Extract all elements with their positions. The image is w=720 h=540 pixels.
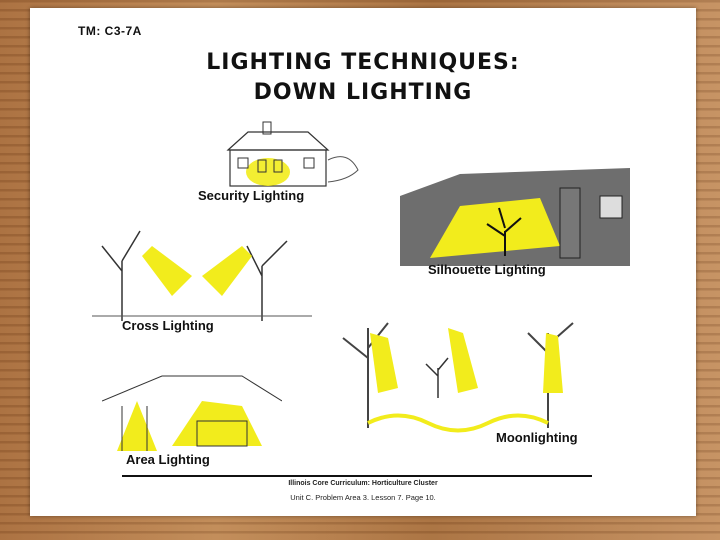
caption-security-lighting: Security Lighting bbox=[198, 188, 304, 203]
caption-cross-lighting: Cross Lighting bbox=[122, 318, 214, 333]
footer-rule bbox=[122, 475, 592, 477]
document-page: TM: C3-7A LIGHTING TECHNIQUES: DOWN LIGH… bbox=[30, 8, 696, 516]
caption-moonlighting: Moonlighting bbox=[496, 430, 578, 445]
moonlighting-sketch bbox=[308, 298, 628, 433]
silhouette-lighting-sketch bbox=[400, 166, 630, 266]
caption-silhouette-lighting: Silhouette Lighting bbox=[428, 262, 546, 277]
footer-curriculum: Illinois Core Curriculum: Horticulture C… bbox=[30, 480, 696, 487]
security-lighting-sketch bbox=[208, 120, 368, 190]
footer-reference: Unit C. Problem Area 3. Lesson 7. Page 1… bbox=[30, 493, 696, 502]
caption-area-lighting: Area Lighting bbox=[126, 452, 210, 467]
title-line-2: DOWN LIGHTING bbox=[30, 80, 696, 105]
tm-code: TM: C3-7A bbox=[78, 24, 142, 38]
cross-lighting-sketch bbox=[92, 226, 312, 321]
area-lighting-sketch bbox=[102, 366, 282, 456]
title-line-1: LIGHTING TECHNIQUES: bbox=[30, 50, 696, 75]
